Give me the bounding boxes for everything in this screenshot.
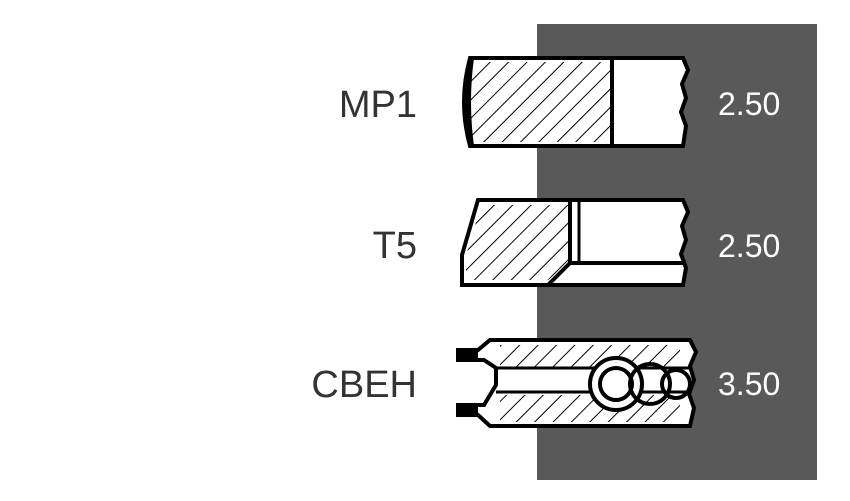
ring-profile-mp1 <box>462 56 691 148</box>
ring-label-mp1: MP1 <box>338 84 417 126</box>
ring-value-cbeh: 3.50 <box>718 366 781 402</box>
ring-value-t5: 2.50 <box>718 228 781 264</box>
ring-value-mp1: 2.50 <box>718 86 781 122</box>
ring-label-cbeh: CBEH <box>311 364 417 406</box>
ring-label-t5: T5 <box>372 225 417 267</box>
ring-profile-cbeh <box>456 338 699 428</box>
ring-profile-t5 <box>460 198 691 287</box>
